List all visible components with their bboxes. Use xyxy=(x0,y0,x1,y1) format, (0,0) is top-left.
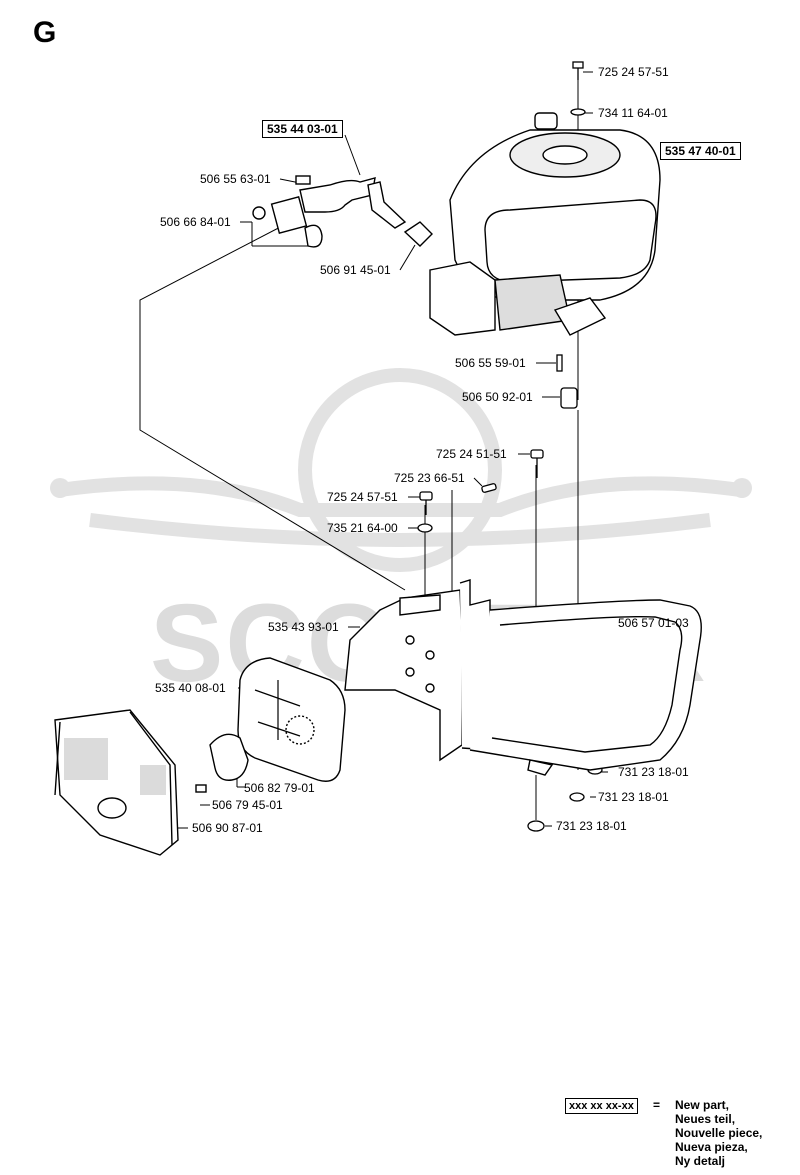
engine-drawing xyxy=(429,112,661,336)
part-label: 506 79 45-01 xyxy=(212,798,283,812)
legend-line: Ny detalj xyxy=(675,1154,726,1168)
new-part-label: 535 44 03-01 xyxy=(262,120,343,138)
legend-line: Nueva pieza, xyxy=(675,1140,748,1154)
part-label: 735 21 64-00 xyxy=(327,521,398,535)
part-label: 734 11 64-01 xyxy=(598,106,668,120)
heat-shield-drawing xyxy=(54,709,179,856)
part-label: 506 55 59-01 xyxy=(455,356,526,370)
part-label: 731 23 18-01 xyxy=(618,765,689,779)
part-label: 535 40 08-01 xyxy=(155,681,226,695)
watermark-scooter-shape xyxy=(59,368,741,572)
part-label: 725 24 51-51 xyxy=(436,447,507,461)
part-label: 506 66 84-01 xyxy=(160,215,231,229)
muffler-drawing xyxy=(195,657,346,793)
part-label: 506 55 63-01 xyxy=(200,172,271,186)
bracket-and-frame-drawing xyxy=(344,579,702,776)
legend-line: Neues teil, xyxy=(675,1112,736,1126)
watermark-dots xyxy=(50,478,752,498)
part-label: 731 23 18-01 xyxy=(556,819,627,833)
part-label: 731 23 18-01 xyxy=(598,790,669,804)
legend-line: New part, xyxy=(675,1098,730,1112)
legend-key-box: xxx xx xx-xx xyxy=(565,1098,638,1114)
part-label: 506 57 01-03 xyxy=(618,616,689,630)
legend-line: Nouvelle piece, xyxy=(675,1126,763,1140)
section-letter: G xyxy=(33,16,57,49)
part-label: 535 43 93-01 xyxy=(268,620,339,634)
part-label: 506 91 45-01 xyxy=(320,263,391,277)
part-label: 506 82 79-01 xyxy=(244,781,315,795)
new-part-label: 535 47 40-01 xyxy=(660,142,741,160)
legend-text: New part, Neues teil, Nouvelle piece, Nu… xyxy=(675,1098,762,1168)
part-label: 506 90 87-01 xyxy=(192,821,263,835)
part-label: 506 50 92-01 xyxy=(462,390,533,404)
part-label: 725 23 66-51 xyxy=(394,471,465,485)
part-label: 725 24 57-51 xyxy=(598,65,669,79)
legend-equals: = xyxy=(653,1098,661,1112)
fuel-line-drawing xyxy=(252,175,433,248)
part-label: 725 24 57-51 xyxy=(327,490,398,504)
